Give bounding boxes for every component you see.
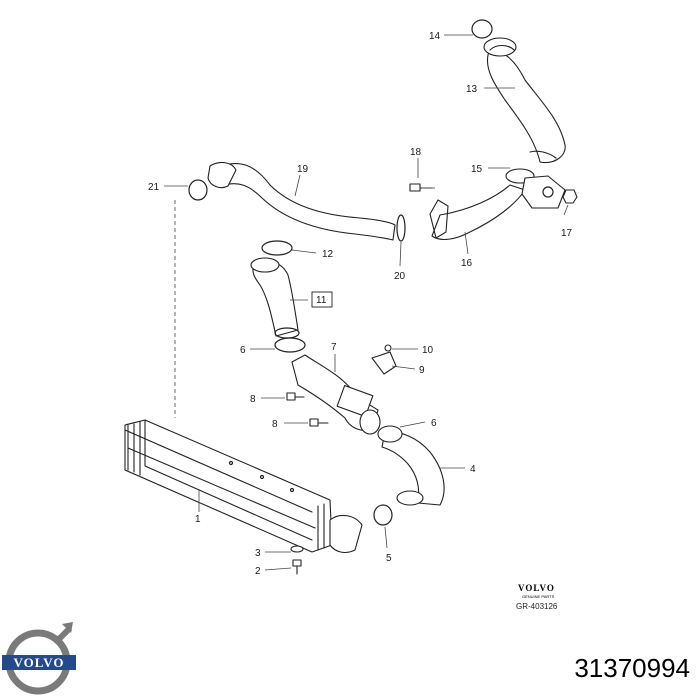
callout-17: 17	[561, 228, 573, 239]
part-2-bolt	[292, 559, 302, 575]
part-17-nut	[562, 189, 578, 204]
brand-genuine-parts: GENUINE PARTS	[522, 594, 555, 599]
part-20-o-ring	[396, 214, 406, 242]
leader-lines	[164, 34, 569, 571]
callout-8-lower: 8	[272, 419, 278, 430]
callout-14: 14	[429, 31, 441, 42]
part-3-washer	[290, 545, 304, 553]
part-12-o-ring	[261, 240, 293, 256]
callout-4: 4	[470, 464, 476, 475]
callout-6-upper: 6	[240, 345, 246, 356]
part-18-bolt	[409, 183, 433, 192]
part-14-o-ring	[471, 19, 493, 39]
callout-6-lower: 6	[431, 418, 437, 429]
part-1-intercooler	[124, 419, 363, 554]
callout-11: 11	[316, 295, 327, 306]
part-16-outlet-pipe	[429, 168, 566, 241]
callout-2: 2	[255, 566, 261, 577]
callout-1: 1	[195, 514, 201, 525]
callout-16: 16	[461, 258, 473, 269]
part-number: 31370994	[574, 653, 690, 683]
part-8-bolt-b	[309, 418, 329, 427]
part-4-lower-hose	[377, 425, 445, 506]
callout-15: 15	[471, 164, 483, 175]
callout-19: 19	[297, 164, 309, 175]
volvo-logo-text: VOLVO	[14, 655, 65, 670]
callout-21: 21	[148, 182, 160, 193]
brand-volvo-small: VOLVO	[518, 583, 555, 593]
callout-18: 18	[410, 147, 422, 158]
part-8-bolt-a	[286, 392, 305, 401]
callout-10: 10	[422, 345, 434, 356]
callout-3: 3	[255, 548, 261, 559]
callout-12: 12	[322, 249, 334, 260]
part-5-o-ring	[373, 504, 393, 526]
reference-code: GR-403126	[516, 602, 558, 611]
part-13-upper-hose	[483, 37, 566, 164]
callout-11-box	[311, 291, 333, 308]
callout-labels: 14 13 15 18 17 16 19 21 20 12 11 6 7 10 …	[148, 31, 573, 577]
callout-9: 9	[419, 365, 425, 376]
callout-5: 5	[386, 553, 392, 564]
part-6-o-ring-upper	[274, 337, 306, 353]
part-19-long-hose	[207, 161, 396, 241]
callout-7: 7	[331, 342, 337, 353]
callout-20: 20	[394, 271, 406, 282]
part-7-connector-body	[291, 351, 397, 435]
part-6-clamp-lower	[377, 425, 403, 443]
volvo-logo: VOLVO	[2, 622, 76, 695]
callout-8-upper: 8	[250, 394, 256, 405]
part-10-screw	[384, 344, 392, 352]
callout-13: 13	[466, 84, 478, 95]
part-21-o-ring	[188, 179, 208, 201]
part-11-bent-pipe	[250, 257, 300, 339]
